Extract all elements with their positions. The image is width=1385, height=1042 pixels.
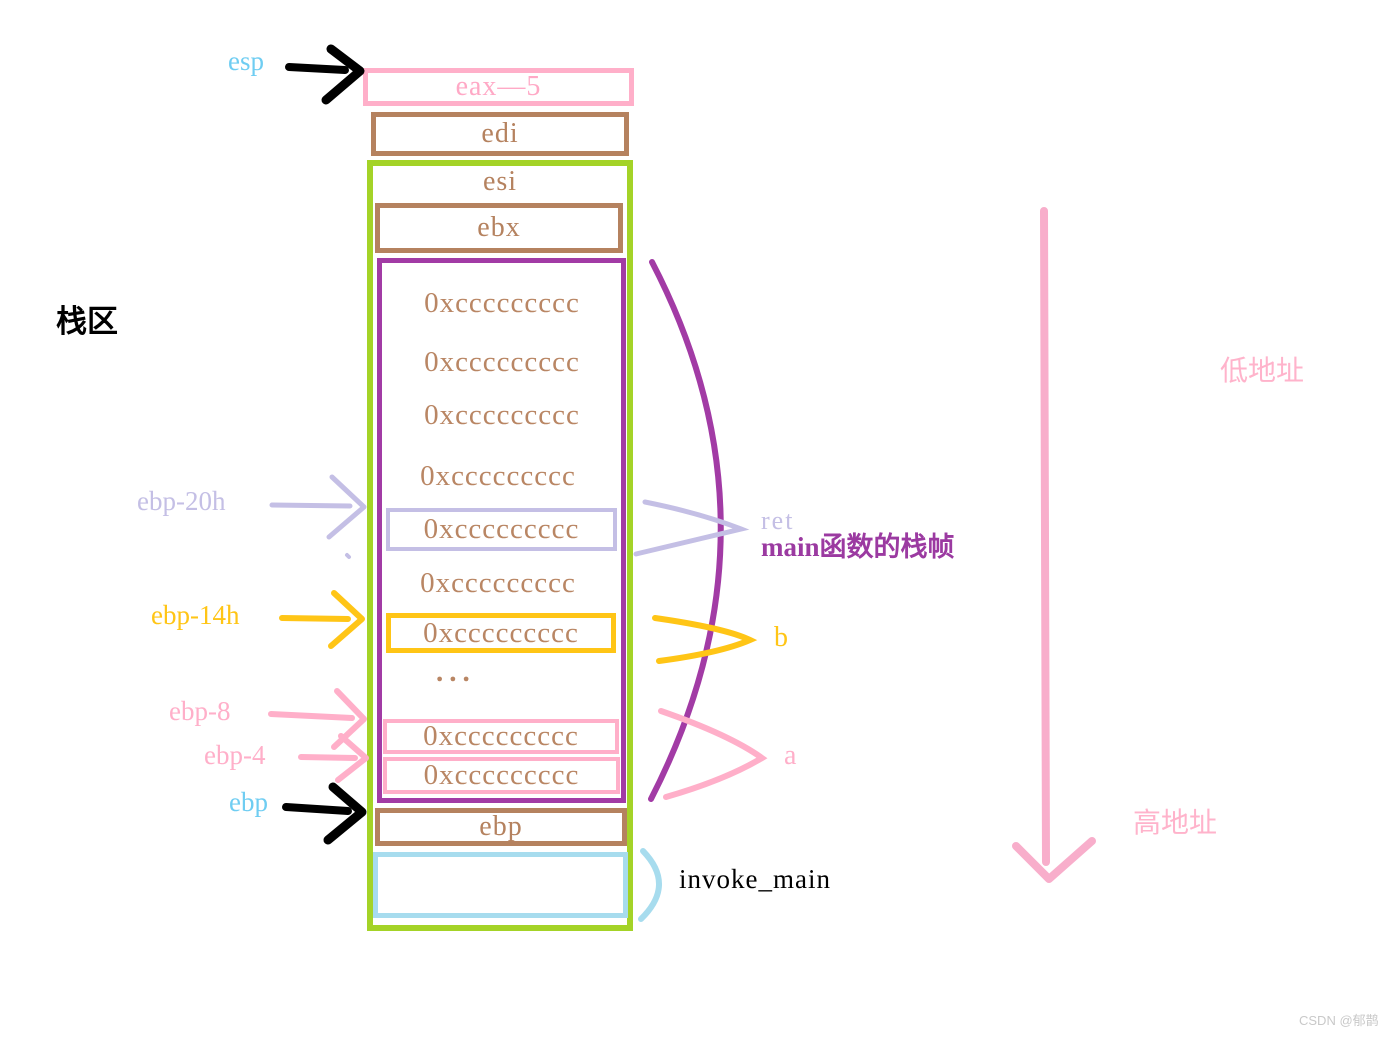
ebp-8-label: ebp-8: [169, 696, 231, 726]
stack-row: 0xccccccccc: [423, 513, 580, 545]
cell-invoke-main-slot: [373, 852, 628, 918]
esp-arrow: [285, 44, 365, 105]
cell-ebp4-slot: 0xccccccccc: [383, 757, 620, 794]
ebp-arrow: [282, 782, 367, 845]
stack-row: 0xccccccccc: [424, 287, 580, 319]
stack-row-ellipsis: ...: [436, 656, 476, 688]
stack-row: 0xccccccccc: [423, 616, 579, 649]
cell-eax: eax—5: [363, 68, 634, 106]
watermark: CSDN @郁鹊: [1299, 1013, 1379, 1028]
ebp-14h-arrow: [279, 590, 365, 649]
cell-ebx-label: ebx: [477, 212, 521, 243]
stack-row: 0xccccccccc: [424, 346, 580, 378]
cell-ebp8-slot: 0xccccccccc: [383, 719, 619, 754]
high-address-label: 高地址: [1133, 808, 1218, 839]
var-b-brace: [652, 615, 758, 664]
invoke-main-label: invoke_main: [679, 864, 831, 894]
stack-row: 0xccccccccc: [423, 720, 579, 752]
cell-ebp-label: ebp: [479, 811, 523, 842]
var-a-brace: [658, 708, 768, 800]
cell-ebp20-slot: 0xccccccccc: [386, 508, 617, 551]
stack-row: 0xccccccccc: [420, 567, 576, 599]
ebp-14h-label: ebp-14h: [151, 600, 240, 630]
cell-eax-label: eax—5: [455, 71, 542, 102]
cell-edi-label: edi: [481, 118, 519, 149]
ebp-4-label: ebp-4: [204, 740, 266, 770]
cell-ebp: ebp: [375, 808, 627, 846]
stack-frame-outline: [367, 160, 633, 931]
var-a-label: a: [784, 740, 797, 771]
ret-label: ret: [761, 506, 795, 535]
main-frame-outline: [377, 258, 626, 803]
var-b-label: b: [774, 622, 788, 653]
main-frame-brace-arc: [648, 259, 724, 802]
stack-row: 0xccccccccc: [423, 759, 580, 791]
cell-ebx: ebx: [375, 203, 623, 253]
cell-esi-label: esi: [482, 166, 518, 197]
ebp-label: ebp: [229, 787, 268, 817]
invoke-main-brace: [638, 848, 662, 922]
low-address-label: 低地址: [1220, 356, 1305, 387]
cell-ebp14-slot: 0xccccccccc: [386, 613, 616, 653]
cell-edi: edi: [371, 112, 629, 156]
stack-row: 0xccccccccc: [424, 399, 580, 431]
address-direction-arrow: [1012, 207, 1096, 883]
ebp-20h-arrow: [269, 474, 367, 559]
stack-area-title: 栈区: [56, 304, 118, 339]
stack-row: 0xccccccccc: [420, 460, 576, 492]
main-frame-label: main函数的栈帧: [761, 532, 955, 562]
esp-label: esp: [228, 46, 264, 76]
ret-brace: [633, 499, 750, 557]
ebp-8-arrow: [268, 688, 367, 750]
ebp-20h-label: ebp-20h: [137, 486, 226, 516]
ebp-4-arrow: [298, 733, 369, 783]
